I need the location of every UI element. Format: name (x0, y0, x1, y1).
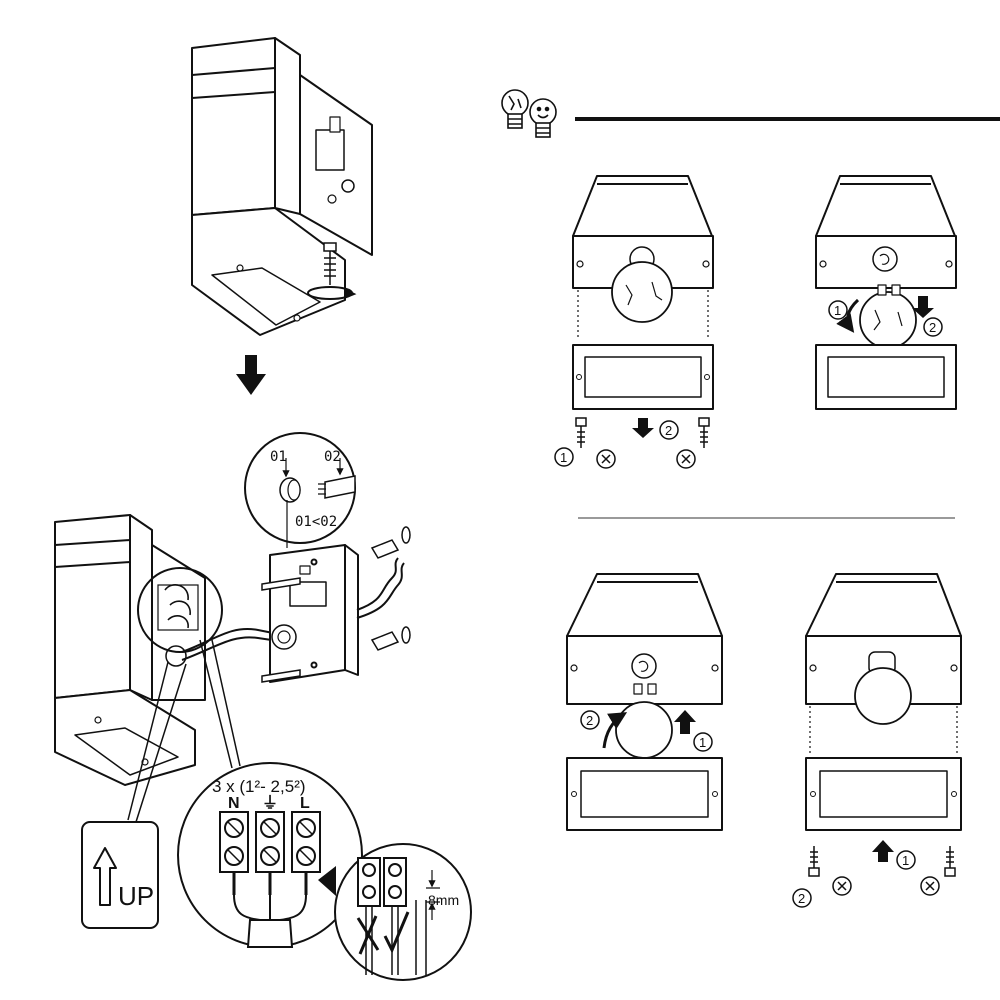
rotate-arrow-icon (602, 712, 628, 749)
terminal-label-earth: ⏚ (262, 794, 278, 812)
step-mark-2: 2 (586, 713, 593, 728)
lamp-housing-top (191, 37, 373, 336)
strip-length-label: 8mm (428, 892, 459, 908)
junction-box (269, 544, 359, 683)
cross-icon (356, 915, 380, 955)
step-marks: 1 2 (554, 420, 679, 467)
rotate-arrow-icon (307, 286, 357, 300)
leader-line (199, 639, 241, 769)
step-mark-1: 1 (834, 303, 841, 318)
push-arrow-icon (912, 296, 934, 318)
step-marks: 2 1 (580, 710, 713, 752)
rotate-arrow-icon (596, 449, 696, 469)
up-label: UP (118, 881, 154, 911)
wall-cable (356, 557, 399, 611)
screw-icon (808, 846, 956, 877)
wire-strip-circle: 8mm (334, 843, 472, 981)
push-arrow-icon (674, 710, 696, 734)
step-insert-bulb (566, 573, 723, 831)
step-remove-cover (572, 175, 714, 410)
arrow-down-icon (236, 355, 266, 395)
step-mark-2: 2 (665, 423, 672, 438)
rotate-arrow-icon (836, 298, 860, 333)
terminal-zoom-circle (137, 567, 223, 667)
lamp-mounted-left (54, 514, 206, 786)
rotate-arrow-icon (832, 876, 940, 896)
step-unscrew-bulb (815, 175, 957, 410)
screw-icon (575, 417, 710, 448)
step-mark-1: 1 (560, 450, 567, 465)
step-mark-2: 2 (798, 891, 805, 906)
terminal-label-l: L (300, 795, 310, 812)
wall-plug-icon (370, 526, 411, 651)
cable-label-relation: 01<02 (295, 514, 337, 530)
check-icon (383, 911, 410, 954)
leader-line (127, 661, 187, 823)
step-refit-cover (805, 573, 962, 831)
arrow-up-icon (93, 847, 117, 906)
up-orientation-badge: UP (81, 821, 159, 929)
screw-icon (323, 242, 337, 285)
pointer-triangle (318, 866, 336, 896)
step-marks: 1 2 (828, 300, 943, 337)
wire-spec: 3 x (1²- 2,5²) (212, 777, 306, 796)
step-mark-1: 1 (902, 853, 909, 868)
cable-diameter-zoom (244, 432, 356, 548)
step-marks: 1 2 (792, 850, 916, 908)
screw-icon (261, 577, 301, 683)
step-mark-1: 1 (699, 735, 706, 750)
step-mark-2: 2 (929, 320, 936, 335)
terminal-block-circle: 3 x (1²- 2,5²) N ⏚ L (177, 762, 363, 948)
push-arrow-icon (632, 418, 654, 438)
push-arrow-icon (872, 840, 894, 862)
terminal-label-n: N (228, 795, 240, 812)
lightbulb-pair-icon (501, 89, 557, 138)
cable-label-d1: 01 (270, 449, 287, 465)
cable-label-d2: 02 (324, 449, 341, 465)
supply-cable (181, 628, 289, 653)
